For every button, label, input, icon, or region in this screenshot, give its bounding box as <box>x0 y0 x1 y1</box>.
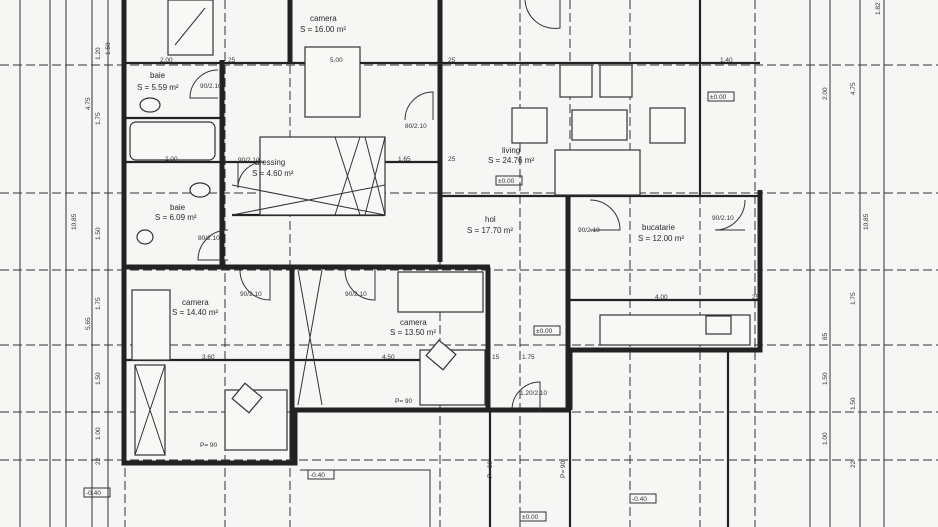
dimension: 10.85 <box>863 213 870 230</box>
level-marker: -0.40 <box>86 490 101 497</box>
door-dimension: 1.20/2.10 <box>520 390 547 397</box>
room-name: baie <box>150 71 166 80</box>
dimension: 4.00 <box>655 294 668 301</box>
parapet-height: P= 90 <box>395 398 413 405</box>
parapet-height: P= 90 <box>200 442 218 449</box>
dimension: 1.40 <box>720 57 733 64</box>
room-area: S = 24.76 m² <box>488 156 534 165</box>
wardrobe <box>259 136 386 216</box>
room-area: S = 13.50 m² <box>390 328 436 337</box>
dimension: 25 <box>448 57 456 64</box>
room-area: S = 14.40 m² <box>172 308 218 317</box>
dimension: 1.50 <box>850 397 857 410</box>
dimension: 85 <box>822 332 829 340</box>
room-name: camera <box>310 14 337 23</box>
room-name: living <box>502 146 520 155</box>
level-markers: ±0.00 ±0.00 -0.40 ±0.00 -0.40 ±0.00 -0.4… <box>83 91 735 522</box>
coffee-table <box>571 109 628 141</box>
room-labels: camera S = 16.00 m² baie S = 5.59 m² dre… <box>137 14 684 337</box>
toilet <box>189 182 211 198</box>
dimension: 3.60 <box>202 354 215 361</box>
armchair <box>559 64 593 98</box>
room-area: S = 17.70 m² <box>467 226 513 235</box>
dimension: 5.65 <box>85 317 92 330</box>
room-name: baie <box>170 203 186 212</box>
dimension: 4.50 <box>382 354 395 361</box>
room-name: camera <box>182 298 209 307</box>
parapet-height: P= 90 <box>560 460 567 478</box>
room-area: S = 12.00 m² <box>638 234 684 243</box>
room-name: bucatarie <box>642 223 675 232</box>
dimension: 15 <box>492 354 500 361</box>
armchair <box>511 107 548 144</box>
room-name: hol <box>485 215 496 224</box>
dimension: 1.75 <box>522 354 535 361</box>
bed <box>131 289 171 361</box>
dimension: 1.75 <box>95 112 102 125</box>
dimension-labels: 2.00 5.00 1.40 25 25 2.00 1.65 25 4.00 2… <box>71 2 882 478</box>
bed <box>304 46 361 118</box>
shower-tray <box>167 0 214 56</box>
dimension: 22 <box>95 457 102 465</box>
door-dimension: 80/2.10 <box>198 235 220 242</box>
bathtub <box>129 121 216 161</box>
level-marker: -0.40 <box>310 472 325 479</box>
level-marker: ±0.00 <box>522 514 539 521</box>
dimension: 2.00 <box>822 87 829 100</box>
dimension: 25 <box>228 57 236 64</box>
bed <box>397 271 484 313</box>
level-marker: ±0.00 <box>536 328 553 335</box>
dimension: 1.75 <box>95 297 102 310</box>
door-dimension: 90/2.10 <box>238 157 260 164</box>
dimension: 1.75 <box>850 292 857 305</box>
dimension: 2.00 <box>160 57 173 64</box>
room-name: dressing <box>255 158 285 167</box>
room-area: S = 6.09 m² <box>155 213 197 222</box>
armchair <box>649 107 686 144</box>
chair <box>231 382 263 414</box>
dimension: 1.20 <box>95 47 102 60</box>
dimension: 1.50 <box>105 42 112 55</box>
walls <box>121 0 763 527</box>
doors <box>189 0 746 411</box>
room-area: S = 4.60 m² <box>252 169 294 178</box>
dimension: 1.00 <box>822 432 829 445</box>
dimension: 10.85 <box>71 213 78 230</box>
door-dimension: 90/2.10 <box>712 215 734 222</box>
dimension: 5.00 <box>330 57 343 64</box>
dimension: 1.82 <box>875 2 882 15</box>
dimension: 1.00 <box>95 427 102 440</box>
level-marker: -0.40 <box>632 496 647 503</box>
door-dimension: 90/2.10 <box>240 291 262 298</box>
sofa <box>554 149 641 196</box>
dimension: 25 <box>448 156 456 163</box>
chair <box>425 339 457 371</box>
parapet-height: P= 90 <box>487 460 494 478</box>
stove <box>705 315 732 335</box>
door-dimension: 90/2.10 <box>345 291 367 298</box>
dimension: 22 <box>850 460 857 468</box>
dimension: 2.00 <box>165 156 178 163</box>
dimension: 1.50 <box>822 372 829 385</box>
dimension: 4.75 <box>85 97 92 110</box>
dimension: 4.75 <box>850 82 857 95</box>
sink <box>136 229 154 245</box>
sink <box>139 97 161 113</box>
dimension: 1.50 <box>95 227 102 240</box>
door-dimension: 90/2.10 <box>578 227 600 234</box>
room-area: S = 16.00 m² <box>300 25 346 34</box>
room-area: S = 5.59 m² <box>137 83 179 92</box>
level-marker: ±0.00 <box>498 178 515 185</box>
dimension: 1.65 <box>398 156 411 163</box>
door-dimension: 80/2.10 <box>405 123 427 130</box>
level-marker: ±0.00 <box>710 94 727 101</box>
furniture <box>129 0 751 456</box>
door-dimension: 90/2.10 <box>200 83 222 90</box>
armchair <box>599 64 633 98</box>
dimension: 25 <box>752 294 760 301</box>
room-name: camera <box>400 318 427 327</box>
dimension: 1.50 <box>95 372 102 385</box>
